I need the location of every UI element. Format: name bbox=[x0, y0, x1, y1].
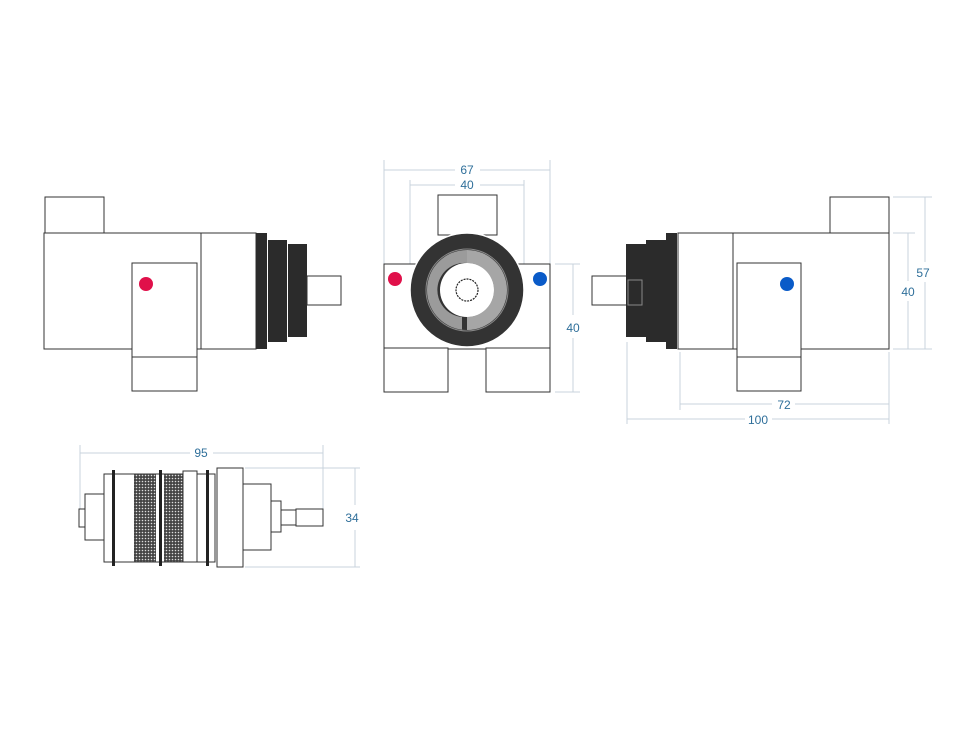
top-thread bbox=[437, 194, 498, 236]
nut bbox=[646, 240, 666, 342]
cartridge-shaft bbox=[280, 509, 297, 526]
lock-ring bbox=[666, 233, 677, 349]
bottom-left-thread bbox=[383, 347, 449, 393]
o-ring bbox=[159, 470, 162, 566]
filter-mesh bbox=[134, 474, 156, 562]
dim-cartridge-length: 95 bbox=[194, 446, 208, 460]
lock-ring bbox=[256, 233, 267, 349]
spindle bbox=[591, 275, 628, 306]
cartridge-spline bbox=[295, 508, 324, 527]
cold-indicator-dot bbox=[533, 272, 547, 286]
front-view: 67 40 40 bbox=[383, 160, 580, 393]
dim-side-length-total: 100 bbox=[748, 413, 768, 427]
hot-indicator-dot bbox=[139, 277, 153, 291]
top-thread bbox=[829, 196, 890, 234]
cap bbox=[626, 244, 646, 337]
nut bbox=[268, 240, 287, 342]
inlet-block bbox=[131, 262, 198, 358]
gear-section bbox=[242, 483, 272, 551]
bottom-thread bbox=[736, 356, 802, 392]
body-thread bbox=[200, 232, 257, 350]
o-ring bbox=[206, 470, 209, 566]
cap bbox=[288, 244, 307, 337]
o-ring bbox=[112, 470, 115, 566]
left-side-view bbox=[43, 196, 342, 392]
cartridge-flange bbox=[216, 467, 244, 568]
cold-indicator-dot bbox=[780, 277, 794, 291]
bottom-thread bbox=[131, 356, 198, 392]
body-thread bbox=[677, 232, 734, 350]
top-thread bbox=[44, 196, 105, 234]
cold-segment bbox=[467, 250, 507, 330]
cartridge-tip bbox=[78, 508, 86, 528]
cartridge-end-block bbox=[84, 493, 105, 541]
cartridge-view: 95 34 bbox=[78, 445, 360, 568]
dim-side-length-body: 72 bbox=[777, 398, 791, 412]
inlet-block bbox=[736, 262, 802, 358]
hot-indicator-dot bbox=[388, 272, 402, 286]
dim-cartridge-diameter: 34 bbox=[345, 511, 359, 525]
spindle-end bbox=[455, 278, 479, 302]
dim-front-width-outer: 67 bbox=[460, 163, 474, 177]
bottom-right-thread bbox=[485, 347, 551, 393]
dim-side-height-body: 40 bbox=[901, 285, 915, 299]
spindle bbox=[306, 275, 342, 306]
right-side-view: 57 40 72 100 bbox=[591, 196, 932, 427]
filter-mesh bbox=[164, 474, 183, 562]
dim-front-width-inner: 40 bbox=[460, 178, 474, 192]
dim-side-height-total: 57 bbox=[916, 266, 930, 280]
dim-front-height: 40 bbox=[566, 321, 580, 335]
cartridge-neck bbox=[270, 500, 282, 533]
cartridge-band bbox=[182, 470, 198, 563]
